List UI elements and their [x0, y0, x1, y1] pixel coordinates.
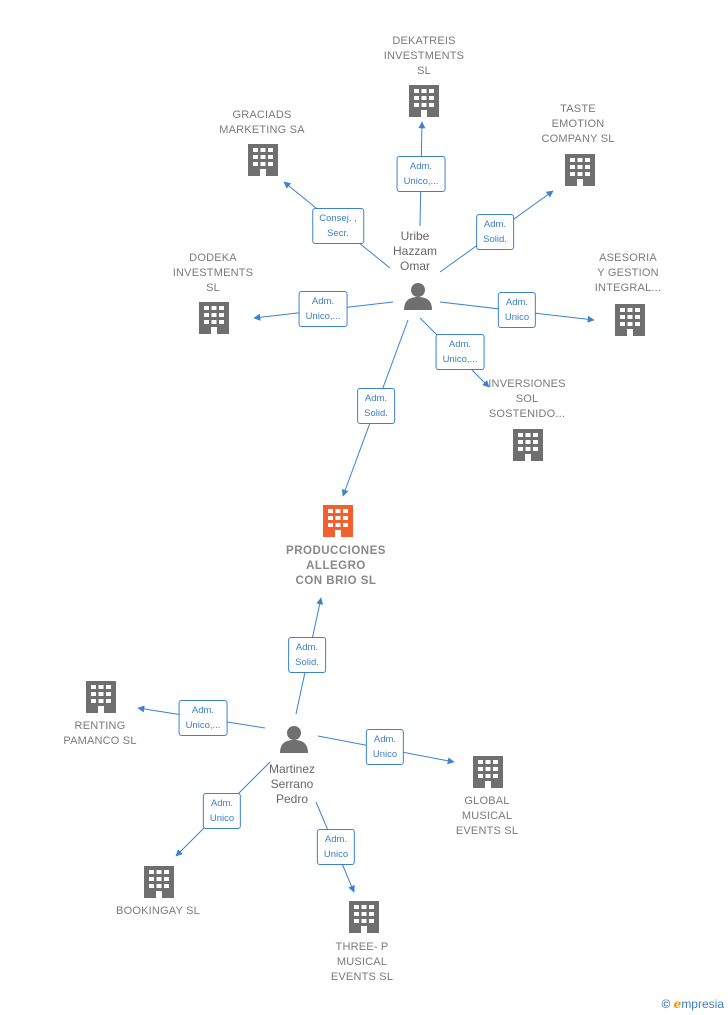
brand-logo-initial: e [673, 997, 682, 1011]
company-label-threep[interactable]: THREE- P MUSICAL EVENTS SL [330, 941, 394, 983]
building-icon-main[interactable] [323, 505, 353, 537]
company-label-bookingay[interactable]: BOOKINGAY SL [116, 905, 200, 917]
building-icon-taste[interactable] [565, 154, 595, 186]
main-company-label[interactable]: PRODUCCIONES ALLEGRO CON BRIO SL [286, 545, 386, 587]
company-label-inversiones[interactable]: INVERSIONES SOL SOSTENIDO... [488, 378, 566, 420]
copyright-icon: © [661, 997, 671, 1011]
company-label-global[interactable]: GLOBAL MUSICAL EVENTS SL [455, 795, 519, 837]
relation-badge-p1-main[interactable]: Adm. Solid. [357, 388, 395, 424]
relation-badge-p2-bookingay[interactable]: Adm. Unico [202, 793, 242, 829]
building-icon-dodeka[interactable] [199, 302, 229, 334]
relation-badge-p1-graciads[interactable]: Consej. , Secr. [312, 208, 364, 244]
building-icon-global[interactable] [473, 756, 503, 788]
building-icon-dekatreis[interactable] [409, 85, 439, 117]
building-icon-renting[interactable] [86, 681, 116, 713]
relation-badge-p1-taste[interactable]: Adm. Solid. [476, 214, 514, 250]
relation-badge-p1-dekatreis[interactable]: Adm. Unico,... [396, 156, 446, 192]
relation-badge-p1-dodeka[interactable]: Adm. Unico,... [298, 291, 348, 327]
person-label-p2[interactable]: Martinez Serrano Pedro [268, 762, 315, 806]
building-icon-bookingay[interactable] [144, 866, 174, 898]
company-label-renting[interactable]: RENTING PAMANCO SL [63, 720, 137, 747]
relation-badge-p2-global[interactable]: Adm. Unico [365, 729, 405, 765]
brand-logo-text: mpresia [681, 997, 724, 1011]
company-label-dodeka[interactable]: DODEKA INVESTMENTS SL [172, 252, 254, 294]
company-label-taste[interactable]: TASTE EMOTION COMPANY SL [541, 103, 615, 145]
company-label-graciads[interactable]: GRACIADS MARKETING SA [219, 109, 305, 136]
building-icon-graciads[interactable] [248, 144, 278, 176]
company-label-asesoria[interactable]: ASESORIA Y GESTION INTEGRAL... [594, 252, 662, 294]
company-label-dekatreis[interactable]: DEKATREIS INVESTMENTS SL [383, 35, 465, 77]
building-icon-asesoria[interactable] [615, 304, 645, 336]
relation-badge-p2-main[interactable]: Adm. Solid. [288, 637, 326, 673]
building-icon-inversiones[interactable] [513, 429, 543, 461]
building-icon-threep[interactable] [349, 901, 379, 933]
relation-badge-p1-inversiones[interactable]: Adm. Unico,... [435, 334, 485, 370]
person-icon-p2[interactable] [280, 726, 308, 753]
relation-badge-p1-asesoria[interactable]: Adm. Unico [497, 292, 537, 328]
relation-badge-p2-threep[interactable]: Adm. Unico [316, 829, 356, 865]
person-label-p1[interactable]: Uribe Hazzam Omar [392, 229, 437, 273]
relation-badge-p2-renting[interactable]: Adm. Unico,... [178, 700, 228, 736]
brand-footer: © empresia [661, 997, 724, 1011]
person-icon-p1[interactable] [404, 283, 432, 310]
